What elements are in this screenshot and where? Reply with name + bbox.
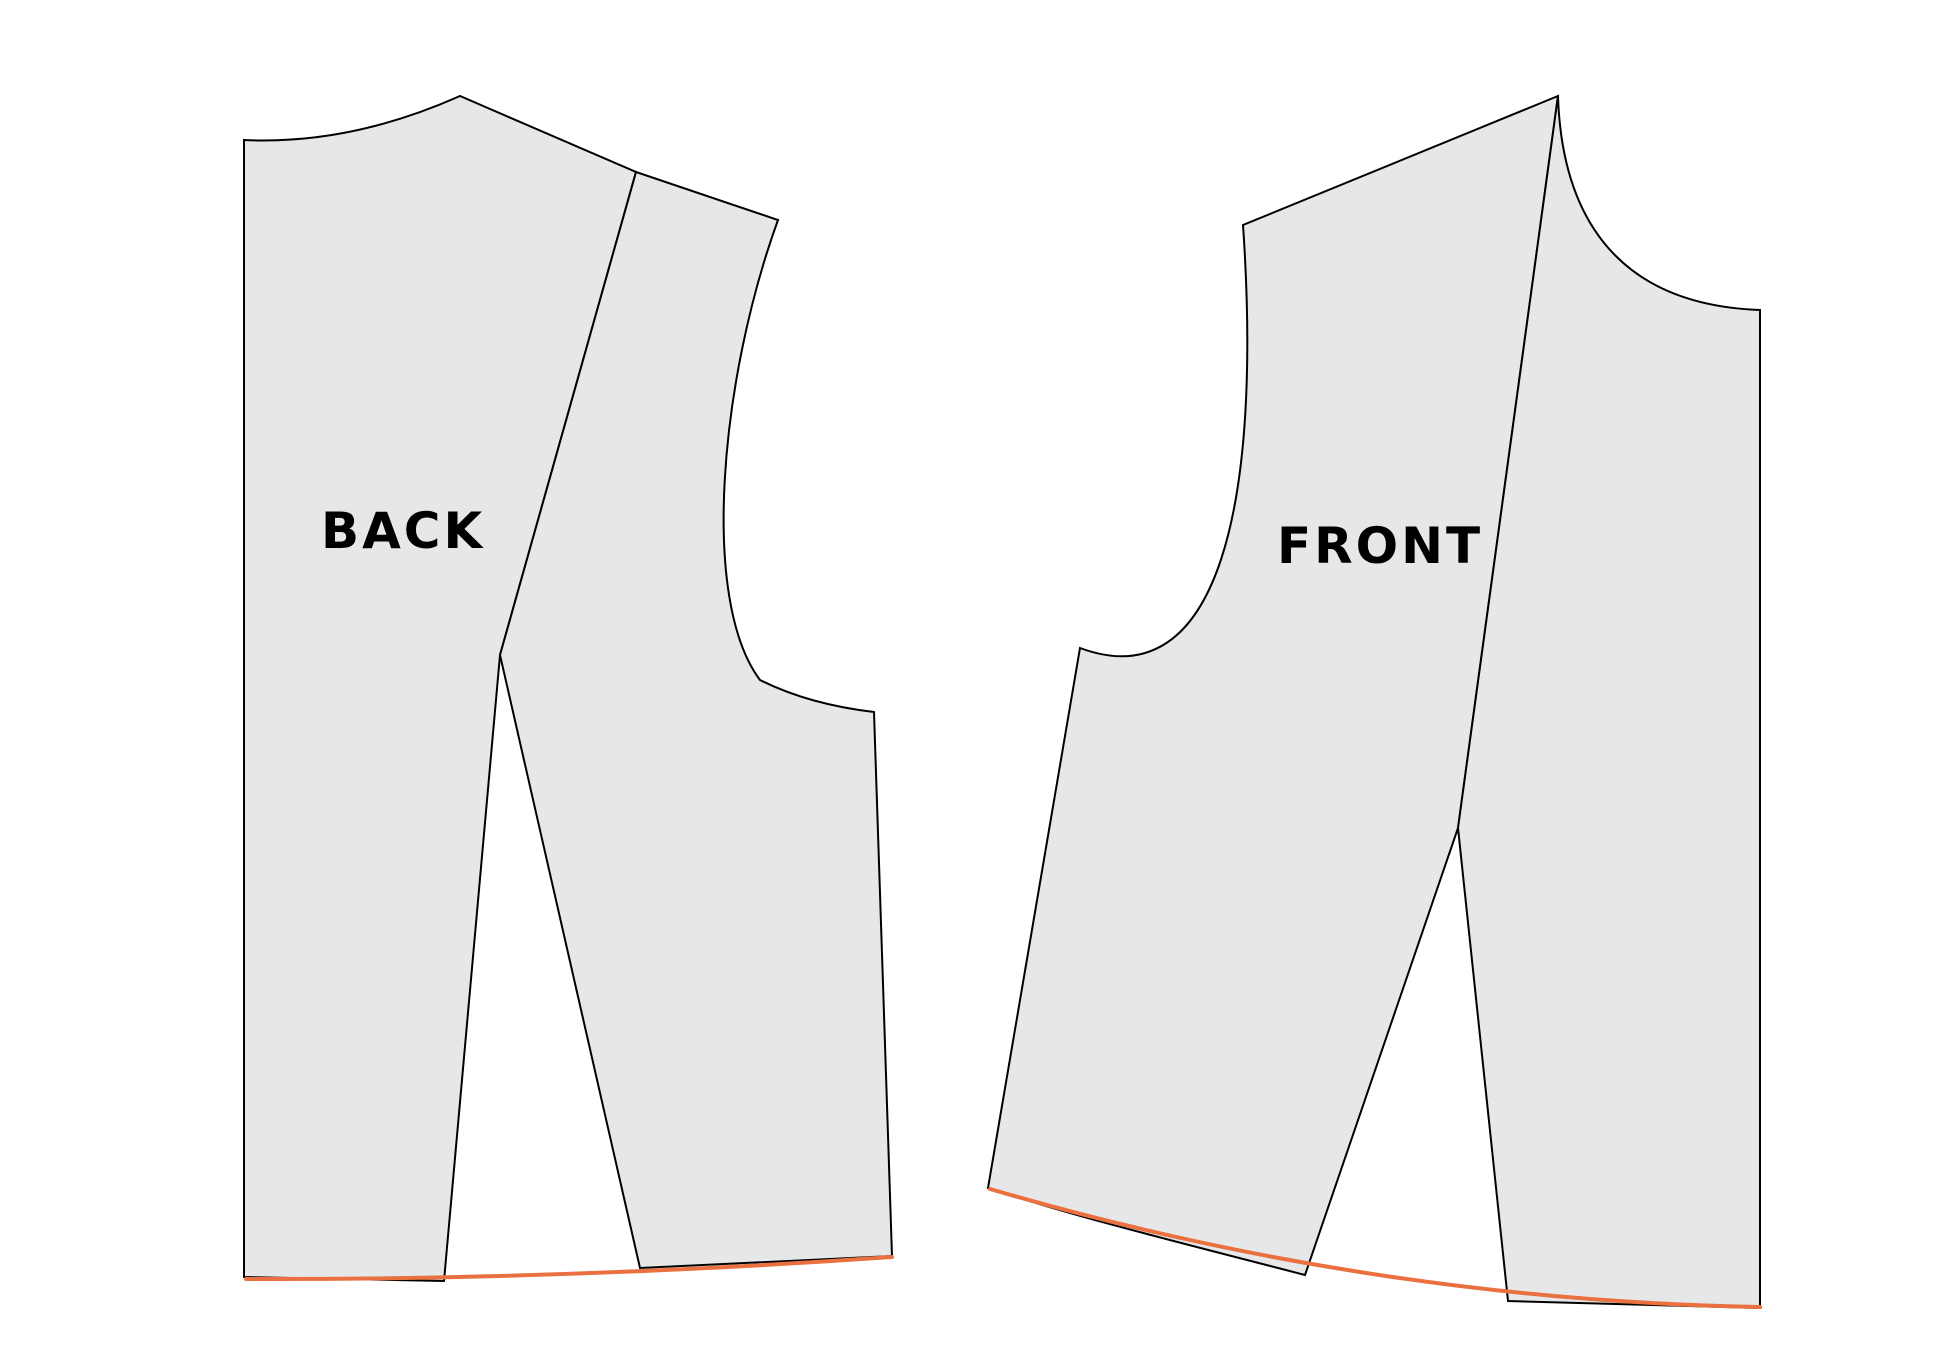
front-hem-line bbox=[988, 1187, 1762, 1309]
back-label: BACK bbox=[321, 502, 485, 560]
back-hem-line bbox=[244, 1255, 894, 1282]
front-left-panel bbox=[986, 94, 1560, 1277]
front-label: FRONT bbox=[1277, 517, 1483, 575]
back-right-panel bbox=[498, 170, 894, 1270]
front-right-panel bbox=[1456, 95, 1761, 1310]
